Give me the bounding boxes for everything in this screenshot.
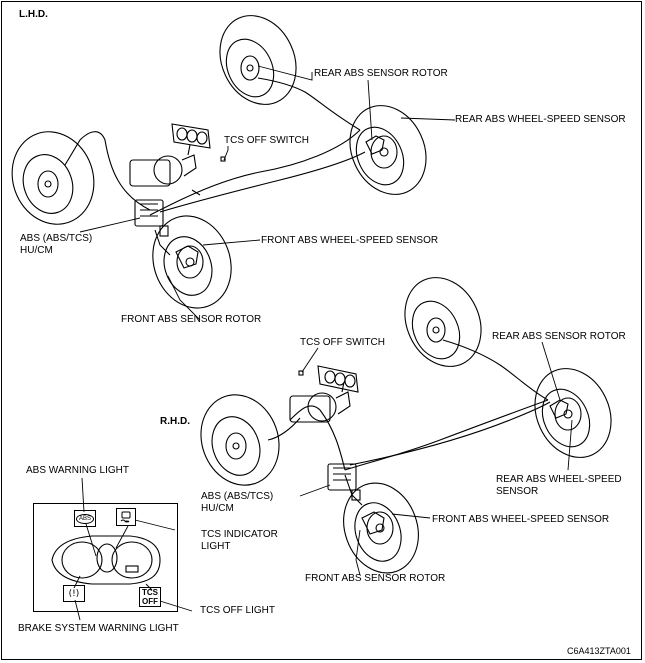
rhd-rear-sensor-label-line1: REAR ABS WHEEL-SPEED	[496, 474, 622, 485]
figure-code: C6A413ZTA001	[567, 646, 631, 656]
instrument-cluster-box	[33, 503, 178, 612]
rhd-rear-sensor-label-line2: SENSOR	[496, 486, 539, 497]
rhd-front-left-wheel	[200, 394, 280, 486]
lhd-tcs-switch-panel	[171, 123, 226, 162]
skidding-car-icon	[120, 511, 131, 523]
rhd-hu-cm-label-line1: ABS (ABS/TCS)	[201, 491, 274, 502]
rhd-tcs-switch-panel	[298, 365, 359, 393]
lhd-hu-cm-label-line2: HU/CM	[20, 245, 53, 256]
rhd-hu-cm-unit	[327, 463, 361, 501]
tcs-indicator-icon	[116, 508, 136, 526]
lhd-brake-lines	[64, 77, 366, 256]
abs-warning-light-label: ABS WARNING LIGHT	[26, 465, 129, 476]
lhd-tcs-switch-label: TCS OFF SWITCH	[224, 135, 309, 146]
lhd-master-cylinder	[129, 144, 201, 196]
lhd-hu-cm-unit	[134, 199, 169, 237]
lhd-front-rotor-label: FRONT ABS SENSOR ROTOR	[121, 314, 262, 325]
lhd-rear-sensor-label: REAR ABS WHEEL-SPEED SENSOR	[455, 114, 626, 125]
rhd-rear-right-wheel	[534, 368, 612, 458]
brake-symbol-icon: (!)	[68, 588, 80, 599]
rhd-tcs-switch-label: TCS OFF SWITCH	[300, 337, 385, 348]
tcs-off-icon: TCS OFF	[139, 587, 161, 607]
rhd-heading: R.H.D.	[160, 416, 190, 427]
tcs-indicator-label-line2: LIGHT	[201, 541, 231, 552]
lhd-hu-cm-label-line1: ABS (ABS/TCS)	[20, 233, 93, 244]
abs-warning-icon: ABS	[74, 510, 96, 527]
rhd-hu-cm-label-line2: HU/CM	[201, 503, 234, 514]
rhd-front-sensor-label: FRONT ABS WHEEL-SPEED SENSOR	[432, 514, 610, 525]
tcs-off-icon-line2: OFF	[142, 597, 158, 606]
lhd-rear-rotor-label: REAR ABS SENSOR ROTOR	[314, 68, 448, 79]
rhd-rear-rotor-label: REAR ABS SENSOR ROTOR	[492, 331, 626, 342]
rhd-leaders	[299, 341, 573, 576]
lhd-front-right-wheel	[152, 215, 232, 309]
lhd-front-sensor-label: FRONT ABS WHEEL-SPEED SENSOR	[261, 235, 439, 246]
lhd-leaders	[79, 65, 456, 321]
lhd-rear-right-wheel	[349, 105, 427, 195]
brake-warning-light-label: BRAKE SYSTEM WARNING LIGHT	[18, 623, 179, 634]
rhd-brake-lines	[267, 339, 551, 506]
lhd-front-left-wheel	[11, 131, 95, 225]
cluster-leaders	[73, 477, 193, 621]
tcs-off-light-label: TCS OFF LIGHT	[200, 605, 275, 616]
rhd-front-rotor-label: FRONT ABS SENSOR ROTOR	[305, 573, 446, 584]
rhd-front-right-wheel	[343, 482, 419, 574]
tcs-indicator-label-line1: TCS INDICATOR	[201, 529, 278, 540]
brake-warning-icon: (!)	[63, 585, 85, 602]
tcs-off-icon-line1: TCS	[142, 588, 158, 597]
lhd-rear-left-wheel	[219, 15, 297, 105]
lhd-heading: L.H.D.	[19, 9, 48, 20]
abs-icon-text: ABS	[75, 513, 94, 524]
rhd-rear-left-wheel	[404, 277, 482, 367]
